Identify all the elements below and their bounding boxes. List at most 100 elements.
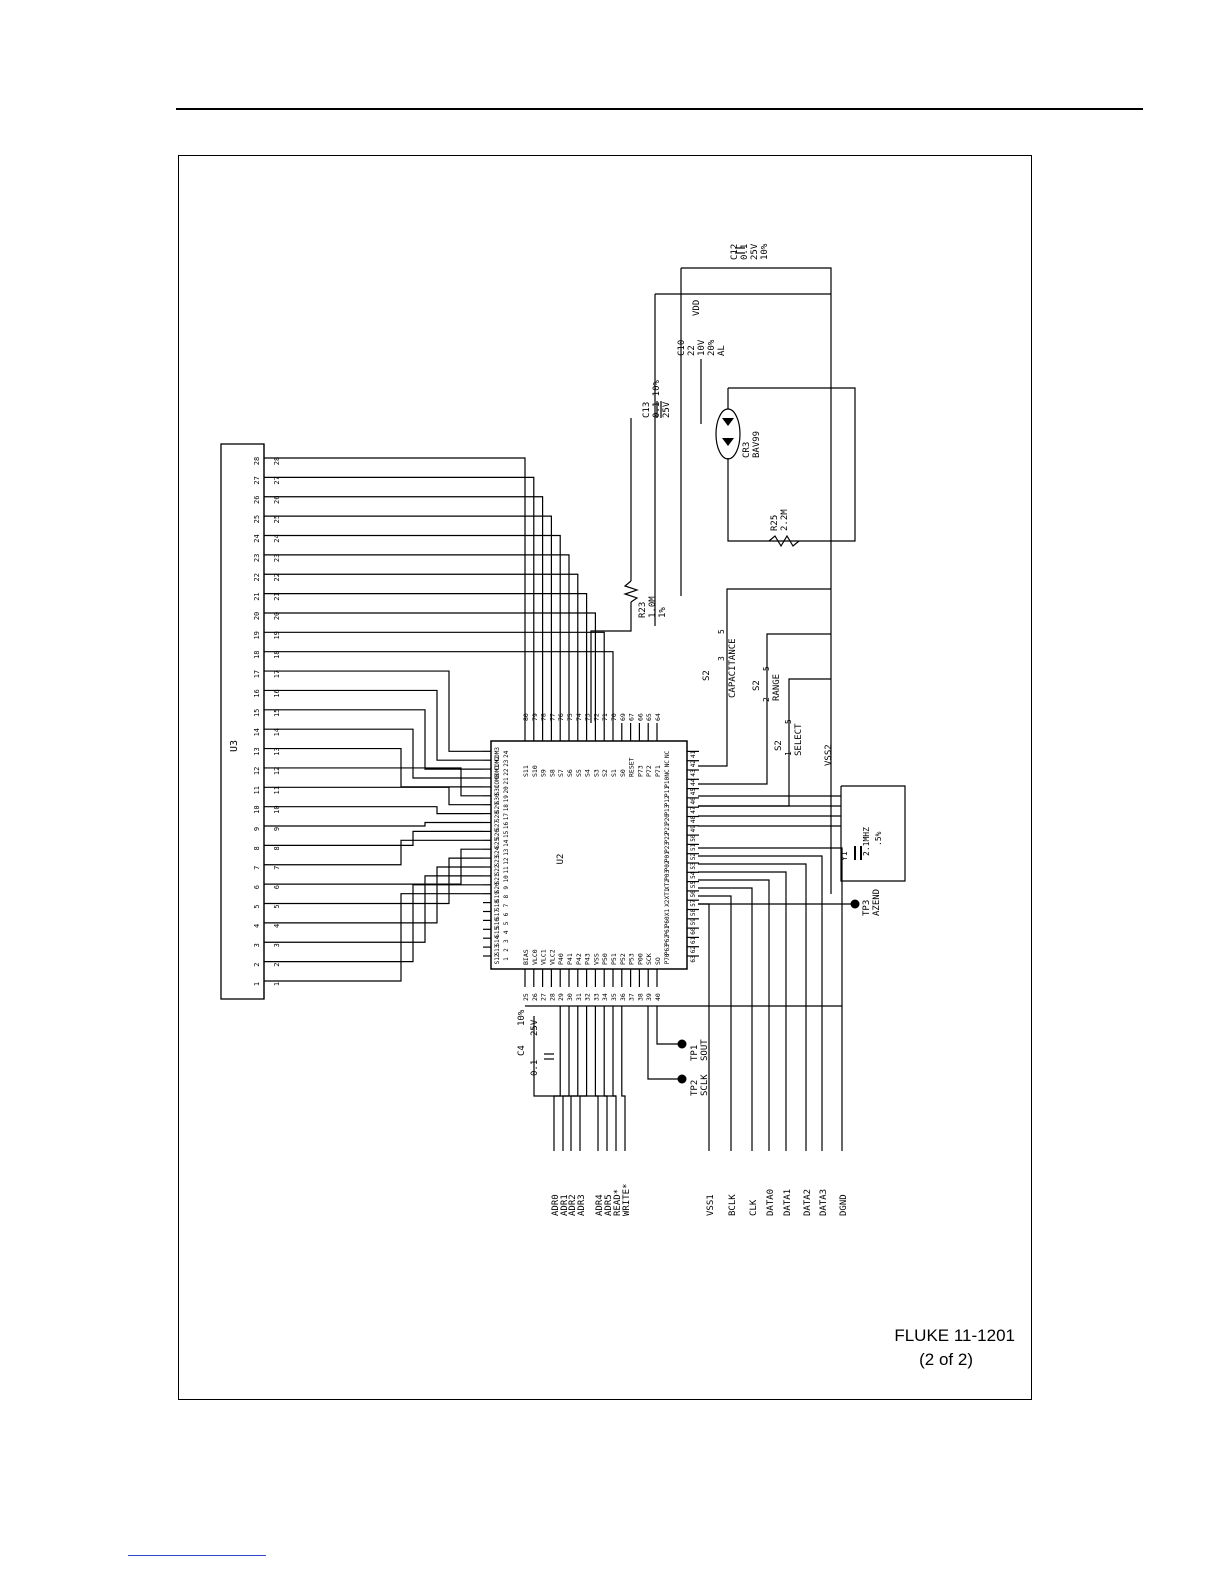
u2-left-pin-number: 6 [503, 912, 510, 916]
u3-outer-pin-number: 7 [253, 866, 261, 870]
u3-inner-pin-number: 14 [273, 728, 281, 736]
u2-left-pin-number: 15 [503, 830, 510, 838]
u2-left-pin-number: 8 [503, 895, 510, 899]
net-label-data2: DATA2 [803, 1189, 813, 1216]
u2-bottom-pin-number: 37 [628, 993, 636, 1001]
u2-top-pin-name: P73 [636, 765, 644, 777]
u2-right-pin-number: 59 [690, 918, 697, 926]
u2-left-pin-name: S25 [494, 837, 501, 848]
u3-outer-pin-number: 12 [253, 767, 261, 775]
u3-to-u2-wire [264, 767, 483, 797]
tp1-wire [656, 1006, 682, 1045]
data-bus-wire [698, 847, 843, 1151]
u3-outer-pin-number: 28 [253, 457, 261, 465]
u2-right-pin-name: P11 [664, 786, 671, 797]
u2-right-pin-number: 53 [690, 862, 697, 870]
u2-bottom-pin-number: 40 [654, 993, 662, 1001]
u2-right-pin-number: 55 [690, 881, 697, 889]
u2-right-pin-number: 43 [690, 769, 697, 777]
u3-outer-pin-number: 26 [253, 496, 261, 504]
u3-outer-pin-number: 17 [253, 670, 261, 678]
u2-left-pin-number: 4 [503, 930, 510, 934]
u2-right-pin-name: NC [664, 769, 671, 777]
u3-to-u2-segment-wire [264, 651, 614, 723]
tp2-label: TP2 [690, 1080, 700, 1096]
u3-to-u2-wire [264, 839, 483, 866]
c4-tolerance: 10% [517, 1009, 527, 1026]
u2-right-pin-number: 49 [690, 825, 697, 833]
c10-label: C10 [677, 340, 687, 356]
r25-label: R25 [770, 515, 780, 531]
cr3-diode-symbol [722, 438, 734, 446]
r23-label: R23 [638, 602, 648, 618]
u2-bottom-pin-name: P51 [610, 953, 618, 965]
u3-outer-pin-number: 21 [253, 592, 261, 600]
u2-bottom-pin-number: 27 [540, 993, 548, 1001]
u3-outer-pin-number: 18 [253, 650, 261, 658]
s2-cap-name: CAPACITANCE [728, 638, 738, 698]
u2-left-pin-name: S15 [494, 926, 501, 937]
c12-label: 25V [750, 243, 760, 260]
data-bus-wire [698, 871, 787, 1151]
data-bus-wire [698, 895, 732, 1151]
u2-top-pin-number: 74 [575, 713, 583, 721]
u3-outer-pin-number: 19 [253, 631, 261, 639]
u2-left-pin-number: 24 [503, 750, 510, 758]
u3-inner-pin-number: 8 [273, 846, 281, 850]
u2-left-pin-name: S31 [494, 784, 501, 795]
u2-right-pin-number: 48 [690, 816, 697, 824]
u2-right-pin-number: 56 [690, 890, 697, 898]
u2-bottom-pin-number: 26 [531, 993, 539, 1001]
cr3-loop-wire [727, 387, 856, 542]
u3-inner-pin-number: 15 [273, 709, 281, 717]
u2-right-pin-number: 60 [690, 927, 697, 935]
s2-cap-pin: 5 [717, 629, 726, 634]
u3-to-u2-wire [264, 728, 483, 779]
y1-label: Y1 [840, 851, 849, 861]
u2-top-pin-number: 76 [557, 713, 565, 721]
address-bus-wire [612, 1006, 617, 1151]
u2-left-pin-name: S17 [494, 909, 501, 920]
u2-left-pin-number: 3 [503, 939, 510, 943]
u3-to-u2-wire [264, 709, 483, 770]
u2-top-pin-number: 77 [548, 713, 556, 721]
u2-left-pin-number: 21 [503, 777, 510, 785]
u3-to-u2-segment-wire [264, 554, 570, 723]
u3-outer-pin-number: 25 [253, 515, 261, 523]
u2-bottom-pin-name: VLC0 [531, 949, 539, 965]
u3-inner-pin-number: 7 [273, 866, 281, 870]
u2-right-pin-name: P01 [664, 851, 671, 862]
u2-right-pin-number: 45 [690, 788, 697, 796]
u2-right-pin-number: 63 [690, 955, 697, 963]
u2-right-pin-name: P20 [664, 814, 671, 825]
u2-label: U2 [556, 854, 566, 865]
u2-right-pin-name: XT2 [664, 879, 671, 890]
data-bus-wire [698, 903, 710, 1151]
data-bus-wire [698, 855, 823, 1151]
u2-left-pin-number: 19 [503, 795, 510, 803]
u2-left-pin-name: S14 [494, 935, 501, 946]
u3-inner-pin-number: 24 [273, 534, 281, 542]
u2-top-pin-number: 78 [540, 713, 548, 721]
u3-inner-pin-number: 9 [273, 827, 281, 831]
u2-right-pin-name: P22 [664, 832, 671, 843]
u3-inner-pin-number: 17 [273, 670, 281, 678]
footer-link-rule [128, 1555, 266, 1556]
u2-top-pin-name: S7 [557, 769, 565, 777]
net-label-adr5: ADR5 [604, 1194, 614, 1216]
c12-label: 0.1 [740, 244, 750, 260]
u3-to-u2-segment-wire [264, 592, 588, 723]
cr3-label: BAV99 [752, 431, 762, 458]
u2-left-pin-number: 18 [503, 804, 510, 812]
u2-right-pin-name: NC [664, 750, 671, 758]
u2-bottom-pin-name: VSS [592, 953, 600, 965]
u2-right-pin-number: 50 [690, 834, 697, 842]
u3-inner-pin-number: 1 [273, 982, 281, 986]
address-bus-wire [621, 1006, 626, 1151]
u2-top-pin-name: P72 [645, 765, 653, 777]
u2-left-pin-name: COM0 [494, 773, 501, 788]
u3-inner-pin-number: 11 [273, 786, 281, 794]
u2-right-pin-name: X1 [664, 909, 671, 917]
u2-bottom-pin-name: P53 [628, 953, 636, 965]
